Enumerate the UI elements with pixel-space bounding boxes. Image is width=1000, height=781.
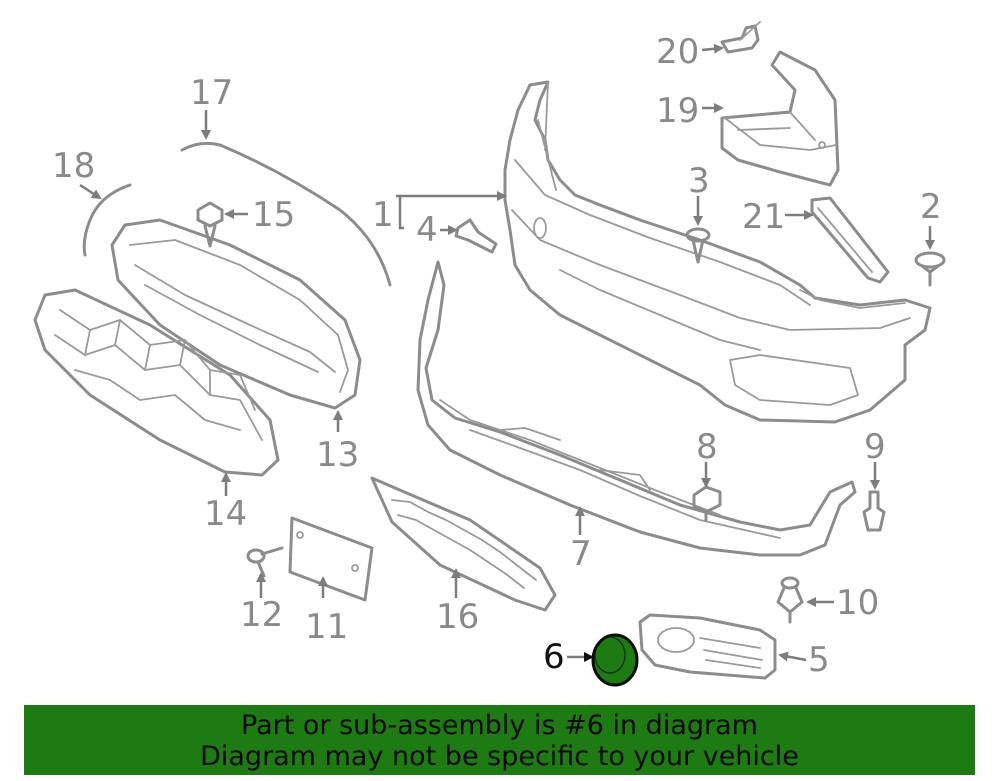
callout-15: 15 [252,195,295,235]
info-banner: Part or sub-assembly is #6 in diagram Di… [24,705,975,775]
callout-18: 18 [52,146,95,186]
part-1-bumper-cover [503,80,932,424]
part-3-screw [685,227,711,264]
leader-lines [79,43,935,662]
banner-line-2: Diagram may not be specific to your vehi… [200,741,799,772]
callout-2: 2 [920,187,942,227]
part-4-cap [454,218,498,254]
callout-14: 14 [204,494,247,534]
part-7-lower-valance [416,260,857,557]
parts-diagram: 1 2 3 4 5 6 7 8 9 10 11 12 13 14 15 16 1… [33,21,946,687]
callout-6-highlighted: 6 [543,637,565,677]
callout-7: 7 [570,534,592,574]
part-11-plate-bracket [288,516,374,602]
callout-17: 17 [190,73,233,113]
part-15-screw [196,201,224,248]
callout-4: 4 [416,210,438,250]
callout-21: 21 [742,197,785,237]
callout-19: 19 [656,91,699,131]
part-19-bracket [720,50,840,187]
part-18-trim-strip [82,183,132,257]
callout-numbers: 1 2 3 4 5 6 7 8 9 10 11 12 13 14 15 16 1… [52,32,942,680]
part-20-clip [720,21,761,54]
part-5-bezel [638,613,777,680]
callout-8: 8 [696,427,718,467]
banner-line-1: Part or sub-assembly is #6 in diagram [241,710,758,741]
callout-3: 3 [688,161,710,201]
callout-9: 9 [864,427,886,467]
part-17-trim-strip [180,141,392,287]
part-9-bolt [862,490,886,532]
part-6-cover-highlighted [591,633,639,687]
callout-16: 16 [436,597,479,637]
part-12-screw [246,546,284,578]
callout-12: 12 [240,595,283,635]
part-14-mesh-grille [33,288,280,477]
callout-1: 1 [372,195,394,235]
part-13-grille [110,218,362,410]
callout-5: 5 [808,640,830,680]
part-16-grille-insert [370,476,557,612]
callout-11: 11 [305,607,348,647]
part-2-screw [914,251,946,287]
part-21-brace [810,196,890,284]
callout-20: 20 [656,32,699,72]
callout-13: 13 [316,435,359,475]
part-10-clip [776,576,804,624]
callout-10: 10 [836,583,879,623]
